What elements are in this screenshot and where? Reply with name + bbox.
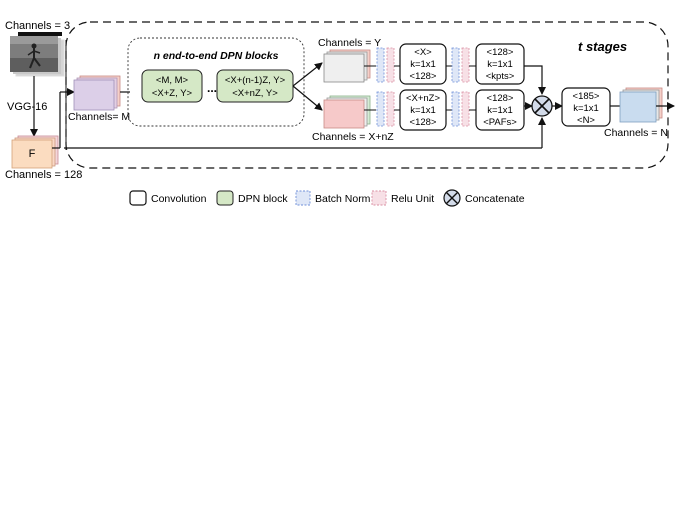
m-channels-label: Channels= M bbox=[68, 111, 130, 123]
lower-batch-norm-1 bbox=[376, 91, 385, 127]
concatenate-icon bbox=[531, 95, 553, 117]
upper-to-concat-arrow bbox=[524, 65, 546, 95]
legend-convolution-label: Convolution bbox=[151, 193, 207, 205]
dpn-last-line-1: <X+(n-1)Z, Y> bbox=[225, 75, 286, 86]
feature-label: F bbox=[29, 148, 36, 160]
upper-relu-1 bbox=[386, 47, 395, 83]
legend-batch-norm-label: Batch Norm bbox=[315, 193, 371, 205]
upper-batch-norm-1 bbox=[376, 47, 385, 83]
branch-down-arrow bbox=[292, 85, 323, 111]
upper-conv1-line-1: <X> bbox=[414, 47, 432, 58]
lower-conv2-line-2: k=1x1 bbox=[487, 105, 513, 116]
upper-conv2-line-2: k=1x1 bbox=[487, 59, 513, 70]
dpn-ellipsis: ... bbox=[207, 81, 217, 95]
output-conv bbox=[561, 87, 611, 127]
t-stages-title: t stages bbox=[578, 39, 627, 54]
lower-batch-norm-2 bbox=[451, 91, 460, 127]
legend: Convolution DPN block Batch Norm Relu Un… bbox=[129, 189, 525, 207]
upper-conv-1 bbox=[399, 43, 447, 85]
feature-map-f bbox=[11, 135, 59, 169]
lower-conv1-line-2: k=1x1 bbox=[410, 105, 436, 116]
feature-map-xnz bbox=[323, 95, 371, 129]
dpn-first-line-2: <X+Z, Y> bbox=[152, 88, 193, 99]
upper-batch-norm-2 bbox=[451, 47, 460, 83]
feature-map-m bbox=[73, 75, 121, 111]
upper-conv-2 bbox=[475, 43, 525, 85]
output-conv-line-1: <185> bbox=[573, 91, 600, 102]
dpn-group-title: n end-to-end DPN blocks bbox=[154, 50, 279, 62]
input-image-icon bbox=[10, 32, 65, 77]
lower-relu-2 bbox=[461, 91, 470, 127]
output-conv-line-2: k=1x1 bbox=[573, 103, 599, 114]
feature-channels-label: Channels = 128 bbox=[5, 169, 82, 181]
legend-concatenate-icon bbox=[443, 189, 461, 207]
dpn-block-first bbox=[141, 69, 203, 103]
dpn-last-line-2: <X+nZ, Y> bbox=[232, 88, 278, 99]
lower-conv-2 bbox=[475, 89, 525, 131]
dpn-first-line-1: <M, M> bbox=[156, 75, 189, 86]
upper-channels-label: Channels = Y bbox=[318, 37, 381, 49]
legend-relu-label: Relu Unit bbox=[391, 193, 434, 205]
lower-conv1-line-3: <128> bbox=[410, 117, 437, 128]
legend-convolution-swatch bbox=[129, 190, 147, 206]
upper-relu-2 bbox=[461, 47, 470, 83]
legend-dpn-swatch bbox=[216, 190, 234, 206]
dpn-group-container bbox=[127, 37, 305, 127]
lower-channels-label: Channels = X+nZ bbox=[312, 131, 394, 143]
feature-map-n bbox=[619, 87, 663, 123]
backbone-label: VGG-16 bbox=[7, 101, 47, 113]
feature-map-y bbox=[323, 49, 371, 83]
lower-relu-1 bbox=[386, 91, 395, 127]
input-channels-label: Channels = 3 bbox=[5, 20, 70, 32]
branch-up-arrow bbox=[292, 62, 323, 87]
upper-conv2-line-3: <kpts> bbox=[486, 71, 515, 82]
upper-conv2-line-1: <128> bbox=[487, 47, 514, 58]
lower-conv2-line-1: <128> bbox=[487, 93, 514, 104]
legend-dpn-label: DPN block bbox=[238, 193, 288, 205]
legend-relu-swatch bbox=[371, 190, 387, 206]
lower-conv1-line-1: <X+nZ> bbox=[406, 93, 441, 104]
lower-conv2-line-3: <PAFs> bbox=[483, 117, 517, 128]
legend-concatenate-label: Concatenate bbox=[465, 193, 525, 205]
output-channels-label: Channels = N bbox=[604, 127, 668, 139]
upper-conv1-line-2: k=1x1 bbox=[410, 59, 436, 70]
upper-conv1-line-3: <128> bbox=[410, 71, 437, 82]
output-conv-line-3: <N> bbox=[577, 115, 595, 126]
legend-batch-norm-swatch bbox=[295, 190, 311, 206]
